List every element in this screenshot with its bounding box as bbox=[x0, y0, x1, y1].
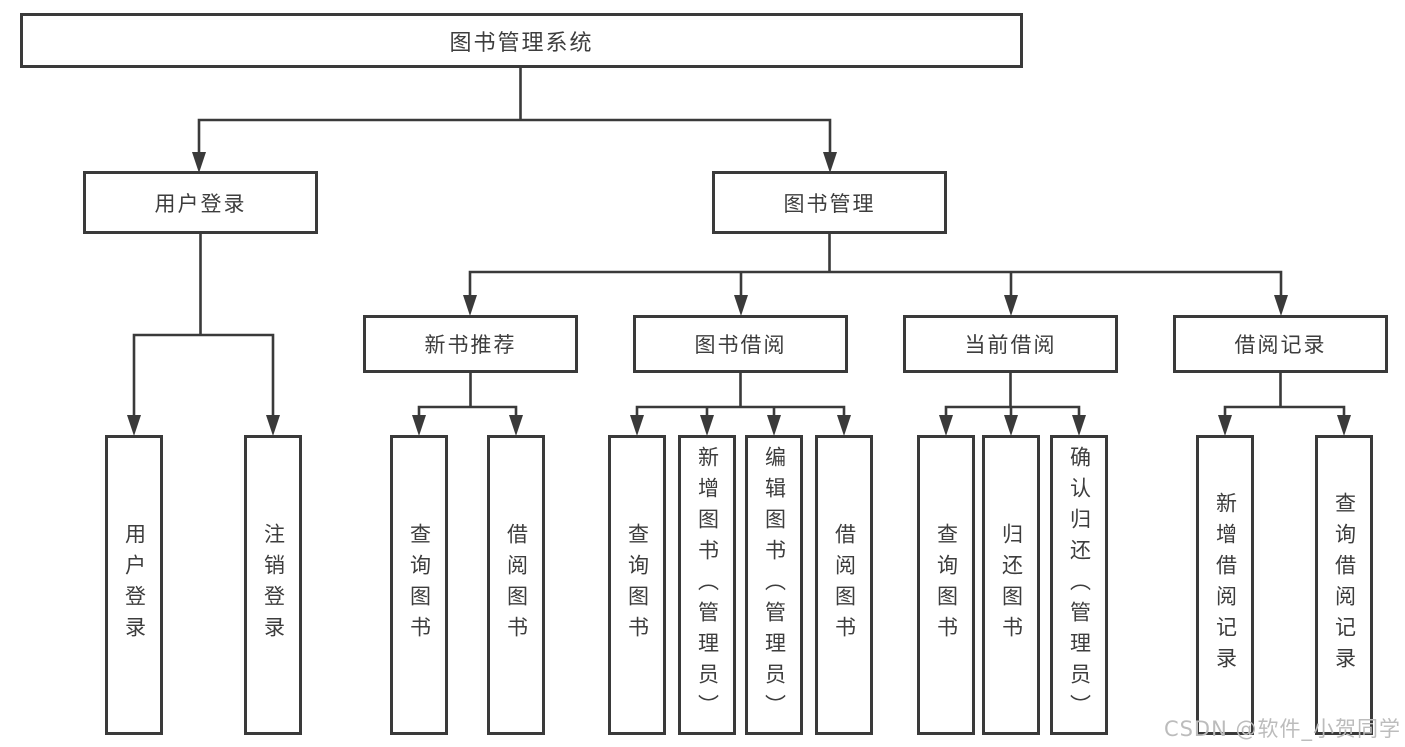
arrowhead bbox=[1004, 295, 1018, 316]
arrowhead bbox=[700, 415, 714, 436]
leaf-query-books-borrow: 查询图书 bbox=[608, 435, 666, 735]
leaf-add-books-admin: 新增图书（管理员） bbox=[678, 435, 736, 735]
arrowhead bbox=[1072, 415, 1086, 436]
leaf-return-books: 归还图书 bbox=[982, 435, 1040, 735]
leaf-query-borrow-record: 查询借阅记录 bbox=[1315, 435, 1373, 735]
node-label: 图书借阅 bbox=[694, 333, 787, 357]
node-label: 新书推荐 bbox=[424, 333, 517, 357]
node-label: 查询图书 bbox=[934, 523, 959, 647]
leaf-user-login: 用户登录 bbox=[105, 435, 163, 735]
arrowhead bbox=[463, 295, 477, 316]
node-label: 图书管理 bbox=[783, 191, 876, 216]
node-label: 编辑图书（管理员） bbox=[762, 445, 787, 725]
leaf-confirm-return-admin: 确认归还（管理员） bbox=[1050, 435, 1108, 735]
leaf-borrow-books: 借阅图书 bbox=[815, 435, 873, 735]
node-label: 用户登录 bbox=[122, 523, 147, 647]
node-label: 查询借阅记录 bbox=[1332, 492, 1357, 678]
node-label: 注销登录 bbox=[261, 523, 286, 647]
arrowhead bbox=[823, 152, 837, 173]
node-library-system: 图书管理系统 bbox=[20, 13, 1023, 68]
arrowhead bbox=[767, 415, 781, 436]
arrowhead bbox=[1337, 415, 1351, 436]
connector-root-to-level2 bbox=[192, 66, 837, 173]
connector-book-management-children bbox=[463, 232, 1288, 316]
leaf-logout: 注销登录 bbox=[244, 435, 302, 735]
node-label: 归还图书 bbox=[999, 523, 1024, 647]
node-label: 借阅记录 bbox=[1234, 333, 1327, 357]
node-label: 当前借阅 bbox=[964, 333, 1057, 357]
leaf-add-borrow-record: 新增借阅记录 bbox=[1196, 435, 1254, 735]
arrowhead bbox=[1004, 415, 1018, 436]
connector-new-book-children bbox=[412, 371, 523, 436]
node-label: 查询图书 bbox=[625, 523, 650, 647]
node-label: 查询图书 bbox=[407, 523, 432, 647]
arrowhead bbox=[266, 415, 280, 436]
node-label: 新增借阅记录 bbox=[1213, 492, 1238, 678]
arrowhead bbox=[1274, 295, 1288, 316]
csdn-watermark: CSDN @软件_小贺同学 bbox=[1163, 717, 1401, 741]
arrowhead bbox=[1218, 415, 1232, 436]
node-book-borrow: 图书借阅 bbox=[633, 315, 848, 373]
node-borrow-record: 借阅记录 bbox=[1173, 315, 1388, 373]
node-label: 确认归还（管理员） bbox=[1067, 445, 1092, 725]
leaf-borrow-books-recommend: 借阅图书 bbox=[487, 435, 545, 735]
arrowhead bbox=[412, 415, 426, 436]
leaf-query-books-current: 查询图书 bbox=[917, 435, 975, 735]
arrowhead bbox=[837, 415, 851, 436]
node-current-borrow: 当前借阅 bbox=[903, 315, 1118, 373]
node-label: 图书管理系统 bbox=[449, 30, 594, 56]
node-label: 用户登录 bbox=[154, 191, 247, 216]
node-label: 新增图书（管理员） bbox=[695, 445, 720, 725]
arrowhead bbox=[734, 295, 748, 316]
arrowhead bbox=[939, 415, 953, 436]
arrowhead bbox=[630, 415, 644, 436]
node-user-login: 用户登录 bbox=[83, 171, 318, 234]
connector-borrow-record-children bbox=[1218, 371, 1351, 436]
connector-current-borrow-children bbox=[939, 371, 1086, 436]
arrowhead bbox=[192, 152, 206, 173]
node-new-book-recommend: 新书推荐 bbox=[363, 315, 578, 373]
node-label: 借阅图书 bbox=[832, 523, 857, 647]
arrowhead bbox=[509, 415, 523, 436]
node-label: 借阅图书 bbox=[504, 523, 529, 647]
connector-book-borrow-children bbox=[630, 371, 851, 436]
arrowhead bbox=[127, 415, 141, 436]
leaf-edit-books-admin: 编辑图书（管理员） bbox=[745, 435, 803, 735]
node-book-management: 图书管理 bbox=[712, 171, 947, 234]
leaf-query-books-recommend: 查询图书 bbox=[390, 435, 448, 735]
connector-user-login-children bbox=[127, 232, 280, 436]
